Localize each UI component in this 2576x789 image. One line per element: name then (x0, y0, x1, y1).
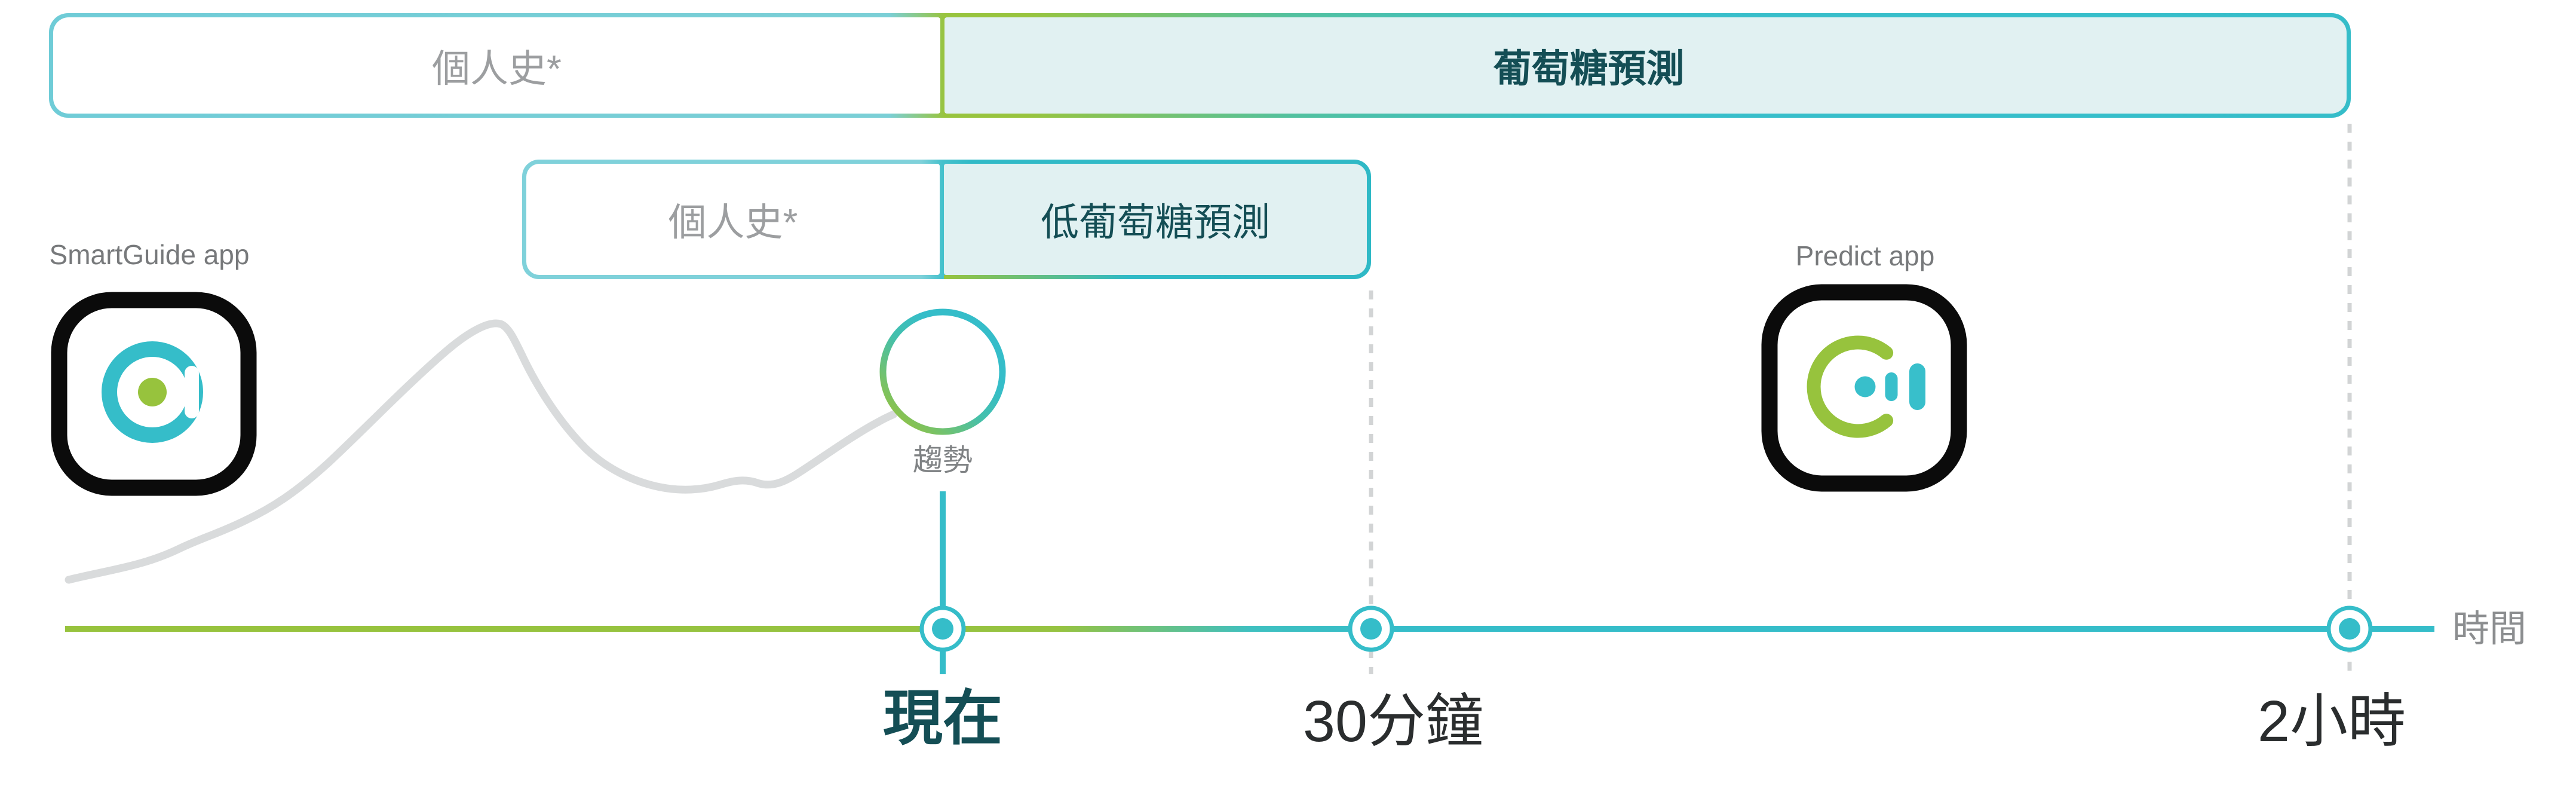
timeline-now-label: 現在 (883, 685, 1002, 752)
marker-dot (932, 618, 953, 640)
marker-dot (2339, 618, 2360, 640)
smartguide-center-dot (138, 378, 167, 406)
marker-dot (1360, 618, 1382, 640)
timeline-axis-label: 時間 (2452, 608, 2527, 650)
low-glucose-prediction-bar: 個人史* 低葡萄糖預測 (522, 160, 1371, 279)
smartguide-app-icon (51, 292, 257, 496)
timeline-marker-2h (2326, 605, 2373, 652)
prediction-bar-glucose-prediction-section: 葡萄糖預測 (944, 17, 2347, 114)
timeline-marker-30min (1348, 605, 1394, 652)
glucose-history-curve (65, 319, 898, 584)
personal-history-label: 個人史* (432, 47, 562, 90)
predict-app-label: Predict app (1795, 240, 1935, 271)
personal-history-label-2: 個人史* (668, 201, 798, 244)
prediction-bar-personal-history-section: 個人史* (53, 17, 940, 114)
predict-dot (1854, 376, 1876, 397)
timeline-2h-label: 2小時 (2258, 689, 2406, 754)
glucose-prediction-label: 葡萄糖預測 (1493, 47, 1685, 90)
timeline-marker-now (919, 605, 966, 652)
smartguide-ring-notch (185, 366, 199, 418)
green-accent-strip (944, 275, 1129, 279)
trend-label: 趨勢 (913, 444, 973, 477)
trend-circle (879, 308, 1006, 435)
low-bar-low-glucose-section: 低葡萄糖預測 (944, 164, 1367, 275)
timeline-30min-label: 30分鐘 (1303, 689, 1483, 754)
low-glucose-prediction-label: 低葡萄糖預測 (1041, 201, 1270, 244)
smartguide-app-label: SmartGuide app (49, 239, 250, 270)
predict-c-arc (1807, 335, 1894, 438)
predict-bar-large (1909, 363, 1925, 410)
prediction-bar: 個人史* 葡萄糖預測 (49, 13, 2351, 118)
predict-bar-small (1885, 372, 1898, 401)
low-bar-personal-history-section: 個人史* (526, 164, 940, 275)
predict-app-icon (1761, 284, 1967, 492)
